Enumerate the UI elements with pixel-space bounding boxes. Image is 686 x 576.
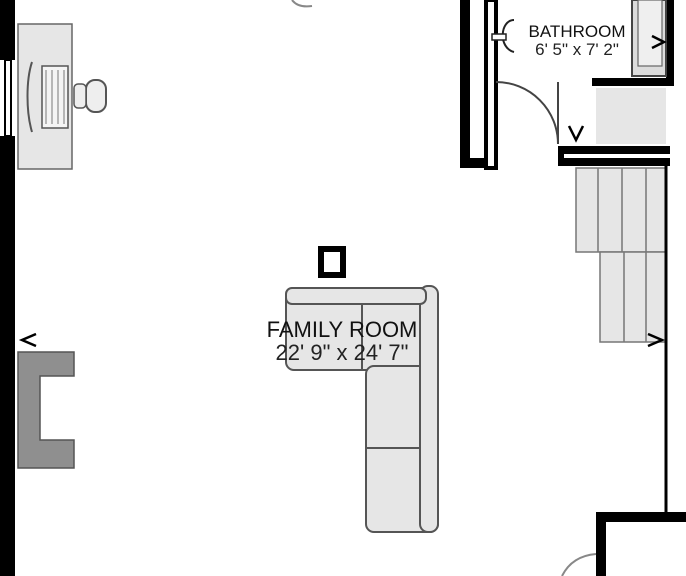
sectional-sofa — [285, 285, 439, 533]
door-swing-top — [291, 0, 313, 8]
arrow-right-icon — [651, 34, 667, 50]
bathroom-walls — [460, 0, 674, 170]
structural-column — [318, 246, 346, 278]
arrow-left-icon — [18, 332, 37, 348]
stair-arrow-icon — [647, 332, 666, 348]
bathroom-dimensions: 6' 5" x 7' 2" — [535, 39, 619, 59]
desk-with-chair — [17, 23, 107, 170]
bathroom-door — [495, 81, 559, 145]
door-swing-bottom — [561, 553, 597, 576]
bathroom-label: BATHROOM 6' 5" x 7' 2" — [514, 23, 640, 59]
left-exterior-wall — [0, 0, 15, 576]
staircase — [575, 166, 668, 512]
fireplace — [17, 351, 75, 469]
bathroom-fixtures — [491, 0, 667, 144]
bathroom-name: BATHROOM — [528, 22, 626, 41]
bottom-right-walls — [596, 512, 686, 576]
arrow-down-icon — [567, 125, 585, 143]
family-room-dimensions: 22' 9" x 24' 7" — [275, 340, 409, 366]
family-room-name: FAMILY ROOM — [266, 317, 418, 342]
family-room-label: FAMILY ROOM 22' 9" x 24' 7" — [248, 318, 436, 364]
